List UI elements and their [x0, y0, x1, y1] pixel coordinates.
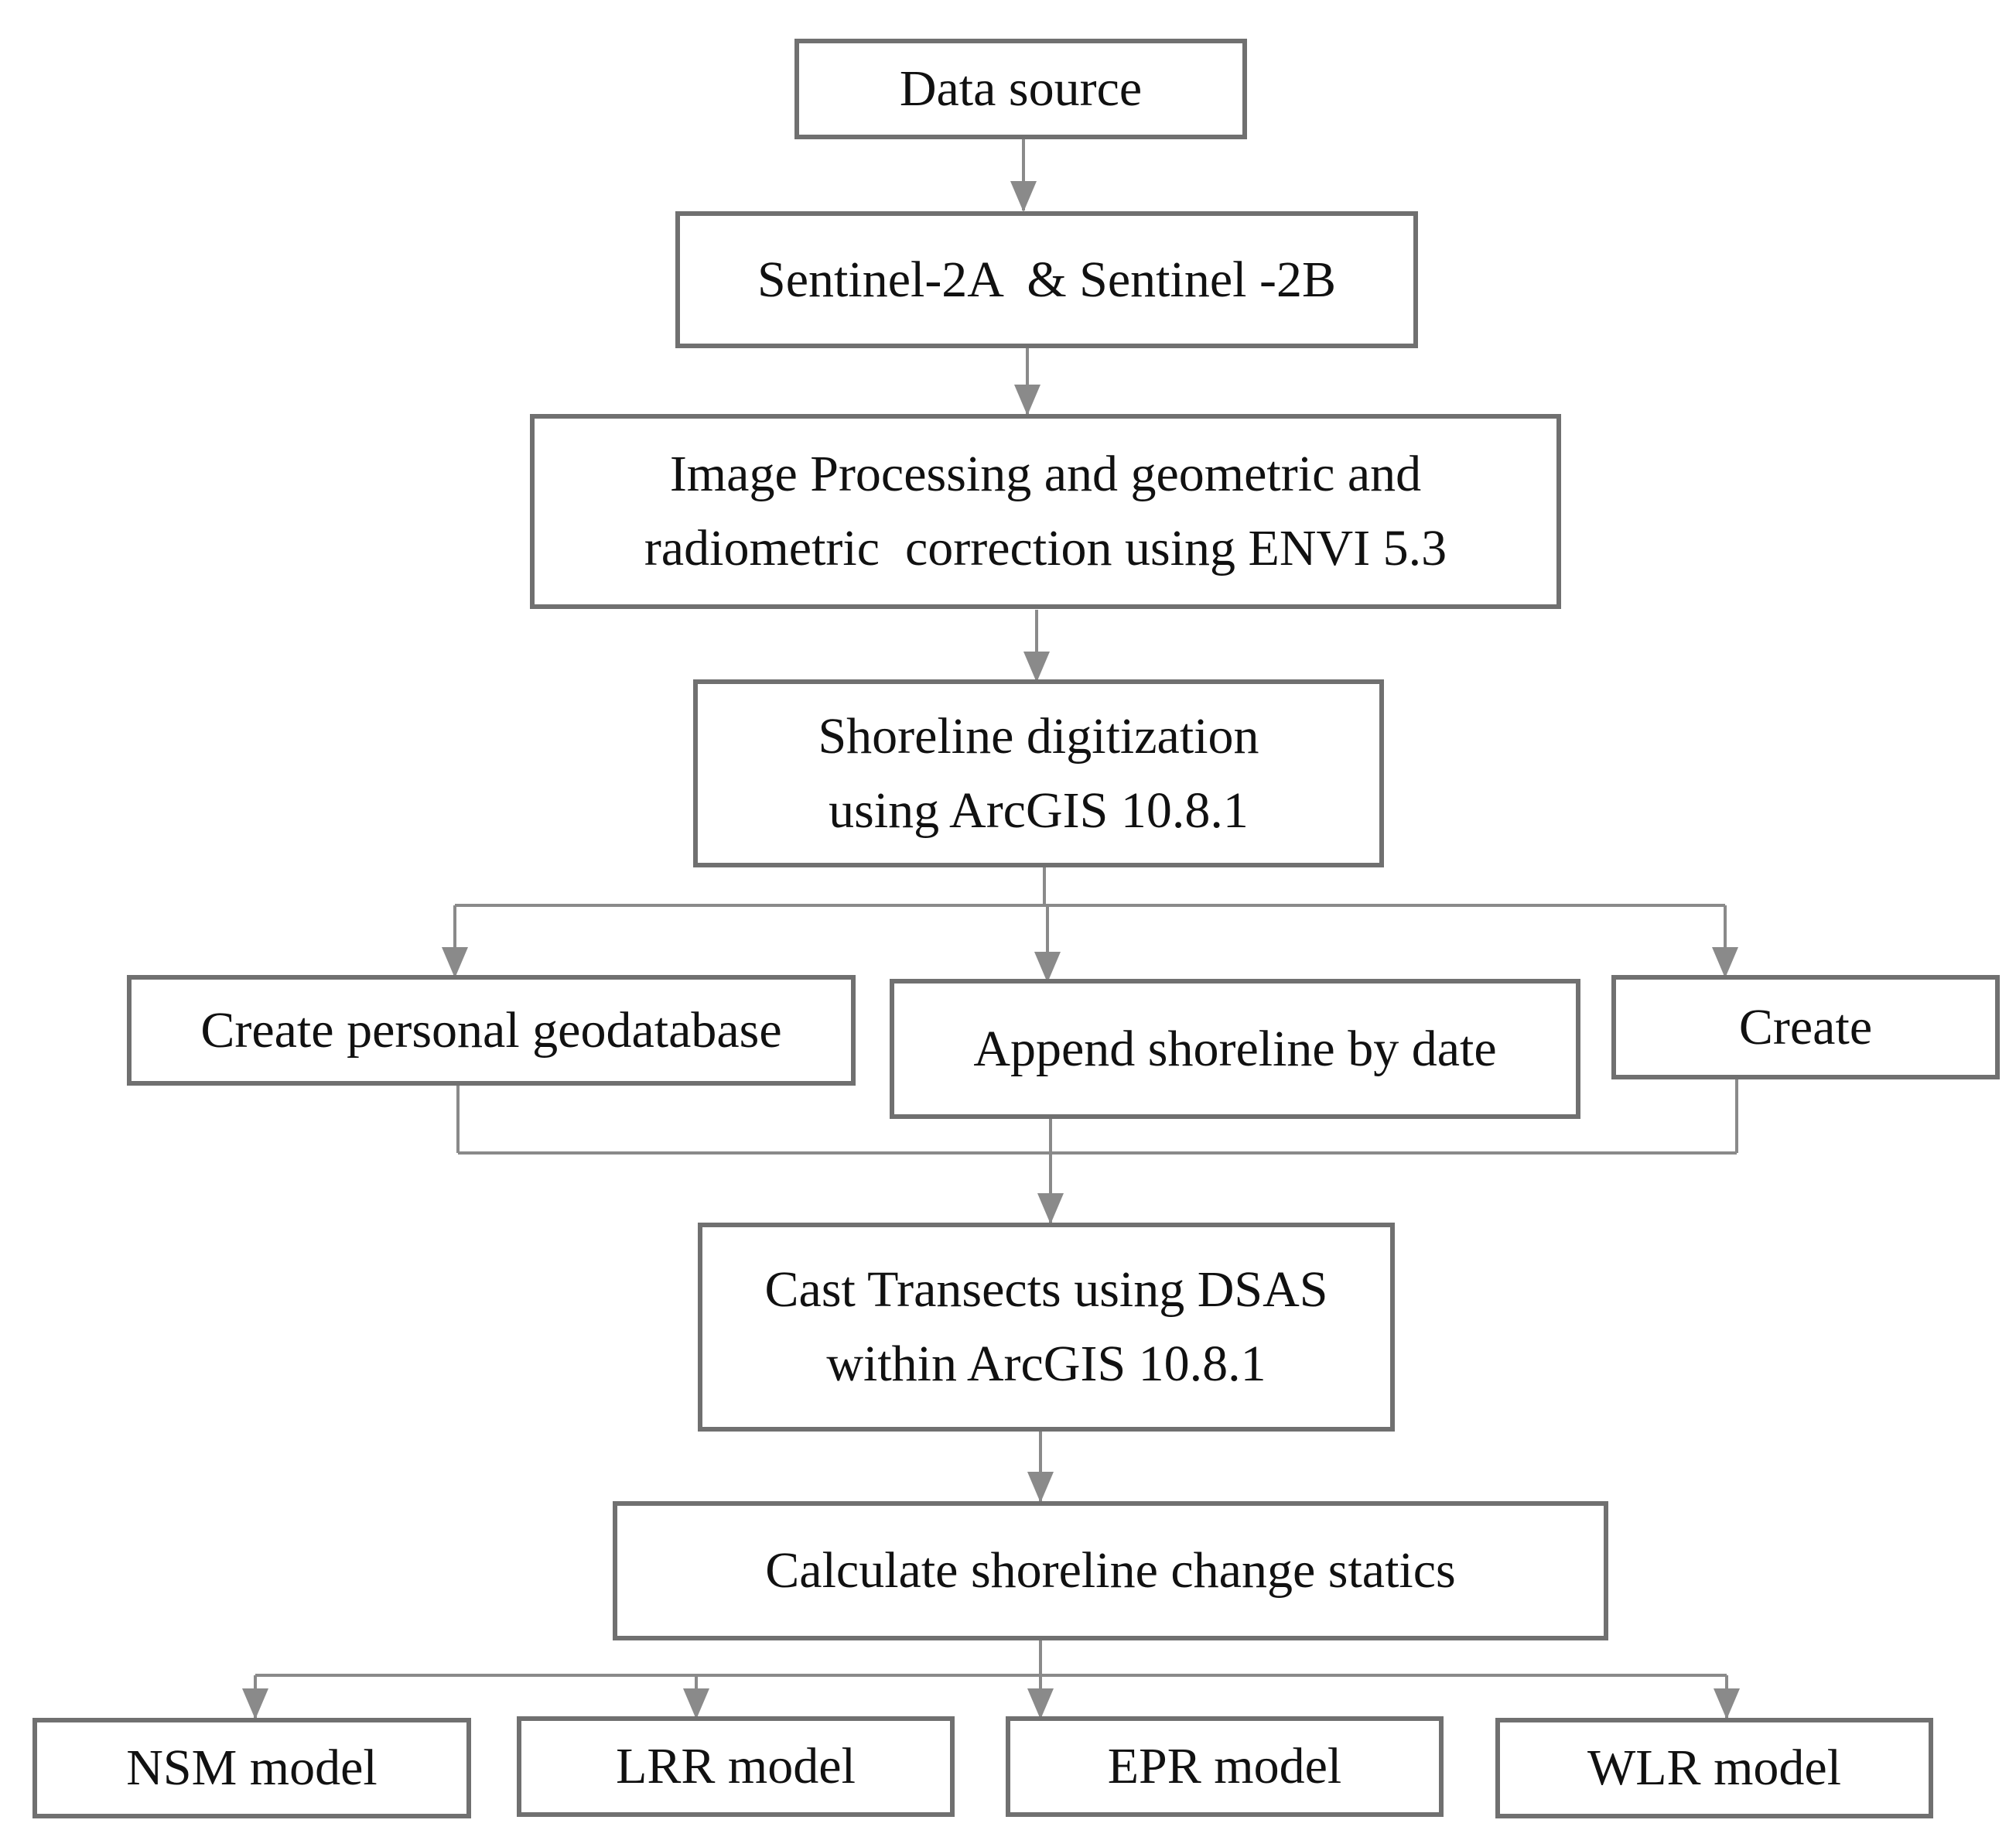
epr-model-box: EPR model: [1006, 1716, 1444, 1817]
cast-transects-label-line-1: Cast Transects using DSAS: [764, 1261, 1328, 1319]
create-label: Create: [1738, 998, 1873, 1055]
append-shoreline-box: Append shoreline by date: [890, 979, 1580, 1119]
shoreline-digitization-label-line-1: Shoreline digitization: [818, 707, 1259, 765]
data-source-box: Data source: [794, 39, 1247, 139]
shoreline-digitization-label-line-2: using ArcGIS 10.8.1: [829, 782, 1249, 839]
sentinel-label: Sentinel-2A & Sentinel -2B: [757, 251, 1336, 308]
cast-transects-label-line-2: within ArcGIS 10.8.1: [826, 1336, 1266, 1392]
shoreline-digitization-box: Shoreline digitization using ArcGIS 10.8…: [693, 679, 1384, 867]
lrr-model-label: LRR model: [616, 1738, 856, 1795]
create-box: Create: [1611, 975, 2000, 1079]
shoreline-statistics-box: Calculate shoreline change statics: [613, 1501, 1608, 1640]
epr-model-label: EPR model: [1107, 1738, 1342, 1795]
image-processing-box: Image Processing and geometric and radio…: [530, 414, 1561, 609]
lrr-model-box: LRR model: [517, 1716, 955, 1817]
nsm-model-box: NSM model: [32, 1718, 471, 1818]
wlr-model-box: WLR model: [1495, 1718, 1933, 1818]
sentinel-box: Sentinel-2A & Sentinel -2B: [675, 211, 1418, 348]
data-source-label: Data source: [899, 60, 1143, 118]
create-personal-geodatabase-box: Create personal geodatabase: [127, 975, 856, 1086]
cast-transects-box: Cast Transects using DSAS within ArcGIS …: [698, 1223, 1395, 1432]
append-shoreline-label: Append shoreline by date: [973, 1020, 1497, 1077]
wlr-model-label: WLR model: [1587, 1740, 1842, 1797]
image-processing-label-line-2: radiometric correction using ENVI 5.3: [644, 520, 1447, 576]
image-processing-label-line-1: Image Processing and geometric and: [669, 446, 1422, 503]
nsm-model-label: NSM model: [126, 1740, 378, 1797]
shoreline-statistics-label: Calculate shoreline change statics: [765, 1542, 1456, 1599]
create-personal-geodatabase-label: Create personal geodatabase: [200, 1001, 782, 1059]
